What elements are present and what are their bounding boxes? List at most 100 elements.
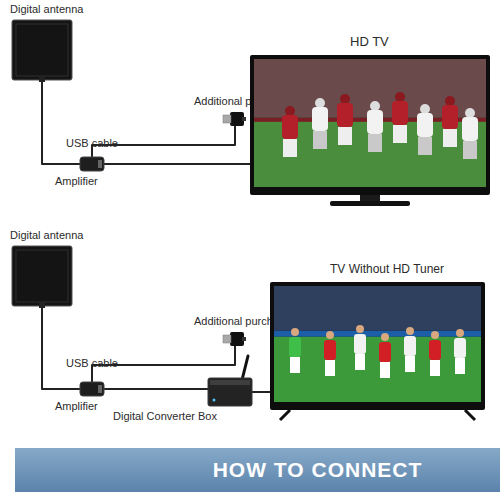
player-legs: [393, 125, 407, 143]
helmet: [395, 92, 405, 102]
antenna-device-art: [12, 20, 72, 80]
stadium-stand: [274, 286, 481, 331]
player-head: [381, 333, 389, 341]
player-legs: [325, 360, 335, 376]
usb-adapter-body: [230, 332, 244, 346]
antenna-device-art: [12, 246, 72, 306]
player: [324, 340, 336, 360]
cable-connector: [104, 163, 250, 165]
antenna-panel: [12, 246, 72, 306]
player: [367, 110, 383, 134]
player: [454, 338, 466, 358]
status-led: [213, 399, 216, 402]
usb-adapter-art: [226, 112, 244, 126]
player-legs: [355, 354, 365, 370]
helmet: [285, 106, 295, 116]
player: [429, 340, 441, 360]
cable-connector: [42, 80, 80, 164]
amplifier-body: [80, 157, 104, 171]
player-legs: [313, 131, 327, 149]
antenna-inner: [16, 24, 68, 76]
player-legs: [455, 358, 465, 374]
player: [417, 113, 433, 137]
player-legs: [290, 357, 300, 373]
player-head: [406, 327, 414, 335]
usb-tip: [242, 337, 246, 341]
player: [379, 342, 391, 362]
usb-adapter-art: [226, 332, 244, 346]
cable-connector: [42, 306, 80, 389]
player-legs: [283, 139, 297, 157]
helmet: [445, 96, 455, 106]
usb-adapter: Additional purchased: [226, 332, 244, 346]
title-banner: HOW TO CONNECT: [15, 448, 500, 492]
amplifier-device: Amplifier: [80, 157, 104, 171]
player-legs: [430, 360, 440, 376]
helmet: [420, 104, 430, 114]
player-legs: [463, 141, 477, 159]
player-legs: [368, 134, 382, 152]
player-legs: [380, 362, 390, 378]
device-label: Digital antenna: [10, 3, 83, 16]
tv-device-art: [250, 55, 490, 195]
amplifier-port: [98, 385, 102, 393]
amplifier-body: [80, 382, 104, 396]
tv-device-art: [270, 282, 485, 410]
device-label: HD TV: [350, 35, 389, 48]
device-label: Digital Converter Box: [113, 410, 217, 423]
player: [337, 103, 353, 127]
box-antenna: [242, 356, 248, 380]
converter-top: [210, 380, 250, 385]
usb-adapter-body: [230, 112, 244, 126]
tv-device: TV Without HD Tuner: [270, 282, 485, 410]
tv-neck: [360, 195, 380, 201]
antenna-device: Digital antenna: [12, 20, 72, 80]
player: [289, 337, 301, 357]
player: [404, 336, 416, 356]
usb-tip: [242, 117, 246, 121]
amplifier-device: Amplifier: [80, 382, 104, 396]
player: [312, 107, 328, 131]
usb-adapter: Additional purchased: [226, 112, 244, 126]
amplifier-device-art: [80, 157, 104, 171]
player-head: [356, 325, 364, 333]
player-head: [456, 329, 464, 337]
usb-plug: [223, 115, 231, 123]
player-legs: [338, 127, 352, 145]
antenna-connector: [39, 77, 45, 82]
tv-leg: [465, 410, 475, 420]
player: [462, 117, 478, 141]
antenna-connector: [39, 303, 45, 308]
player-head: [291, 328, 299, 336]
player-head: [326, 331, 334, 339]
player: [392, 101, 408, 125]
converter-box-art: [208, 378, 252, 406]
ad-board: [274, 331, 481, 337]
tv-device: HD TV: [250, 55, 490, 195]
player: [282, 115, 298, 139]
tv-leg: [280, 410, 290, 420]
antenna-inner: [16, 250, 68, 302]
antenna-panel: [12, 20, 72, 80]
converter-body: [208, 378, 252, 406]
amplifier-port: [98, 160, 102, 168]
tv-bezel: [250, 55, 490, 195]
helmet: [465, 108, 475, 118]
player-legs: [418, 137, 432, 155]
player: [354, 334, 366, 354]
cable-label: USB cable: [66, 357, 118, 370]
converter-box: Digital Converter Box: [208, 378, 252, 406]
device-label: Amplifier: [55, 400, 98, 413]
usb-plug: [223, 335, 231, 343]
helmet: [315, 98, 325, 108]
device-label: Digital antenna: [10, 229, 83, 242]
device-label: Amplifier: [55, 175, 98, 188]
soccer-pitch: [274, 337, 481, 402]
antenna-device: Digital antenna: [12, 246, 72, 306]
amplifier-device-art: [80, 382, 104, 396]
tv-bezel: [270, 282, 485, 410]
device-label: TV Without HD Tuner: [330, 263, 444, 276]
helmet: [370, 101, 380, 111]
cable-label: USB cable: [66, 137, 118, 150]
